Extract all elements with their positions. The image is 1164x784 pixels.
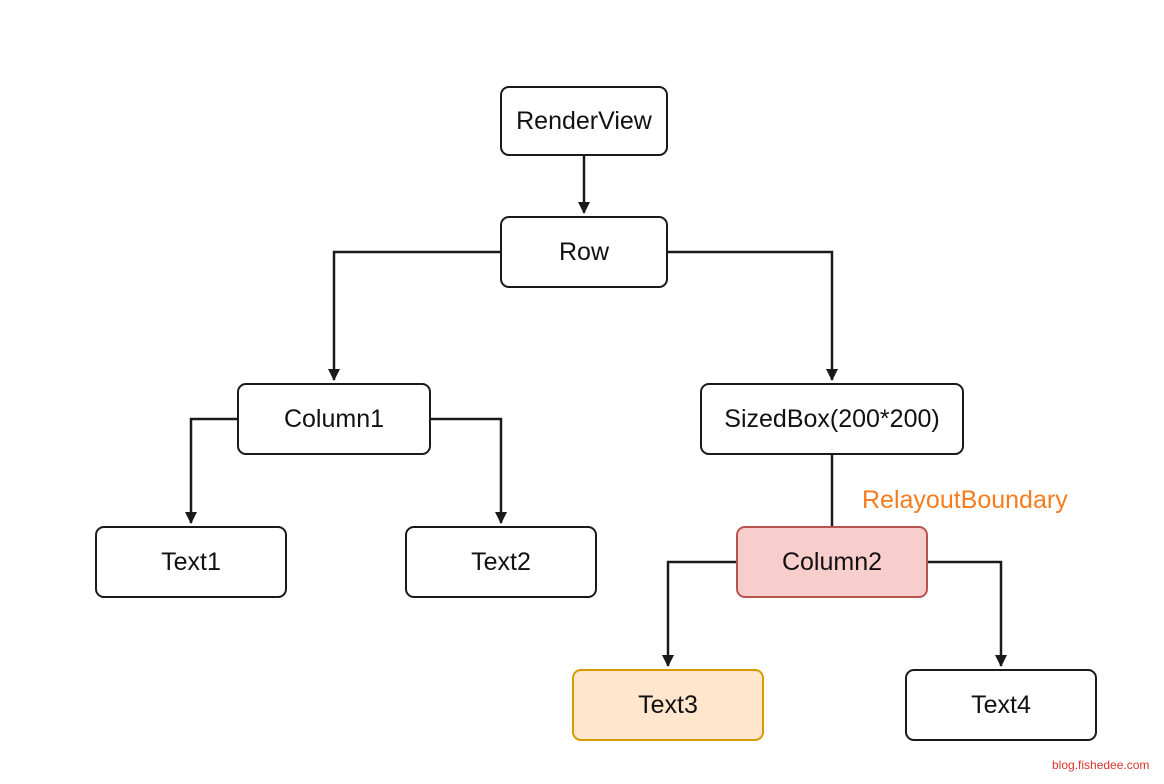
- edge-column2-text4: [928, 560, 1007, 667]
- node-text1: Text1: [95, 526, 287, 598]
- node-column2-relayout-boundary: Column2: [736, 526, 928, 598]
- node-row: Row: [500, 216, 668, 288]
- node-text2: Text2: [405, 526, 597, 598]
- node-renderview: RenderView: [500, 86, 668, 156]
- node-text3-highlighted: Text3: [572, 669, 764, 741]
- edge-column1-text1: [185, 417, 237, 524]
- edge-column1-text2: [431, 417, 507, 524]
- edge-row-column1: [328, 250, 500, 381]
- edge-column2-text3: [662, 560, 736, 667]
- node-text4: Text4: [905, 669, 1097, 741]
- node-sizedbox: SizedBox(200*200): [700, 383, 964, 455]
- edge-row-sizedbox: [668, 250, 838, 381]
- node-column1: Column1: [237, 383, 431, 455]
- relayout-boundary-label: RelayoutBoundary: [862, 486, 1068, 514]
- watermark: blog.fishedee.com: [1052, 758, 1150, 772]
